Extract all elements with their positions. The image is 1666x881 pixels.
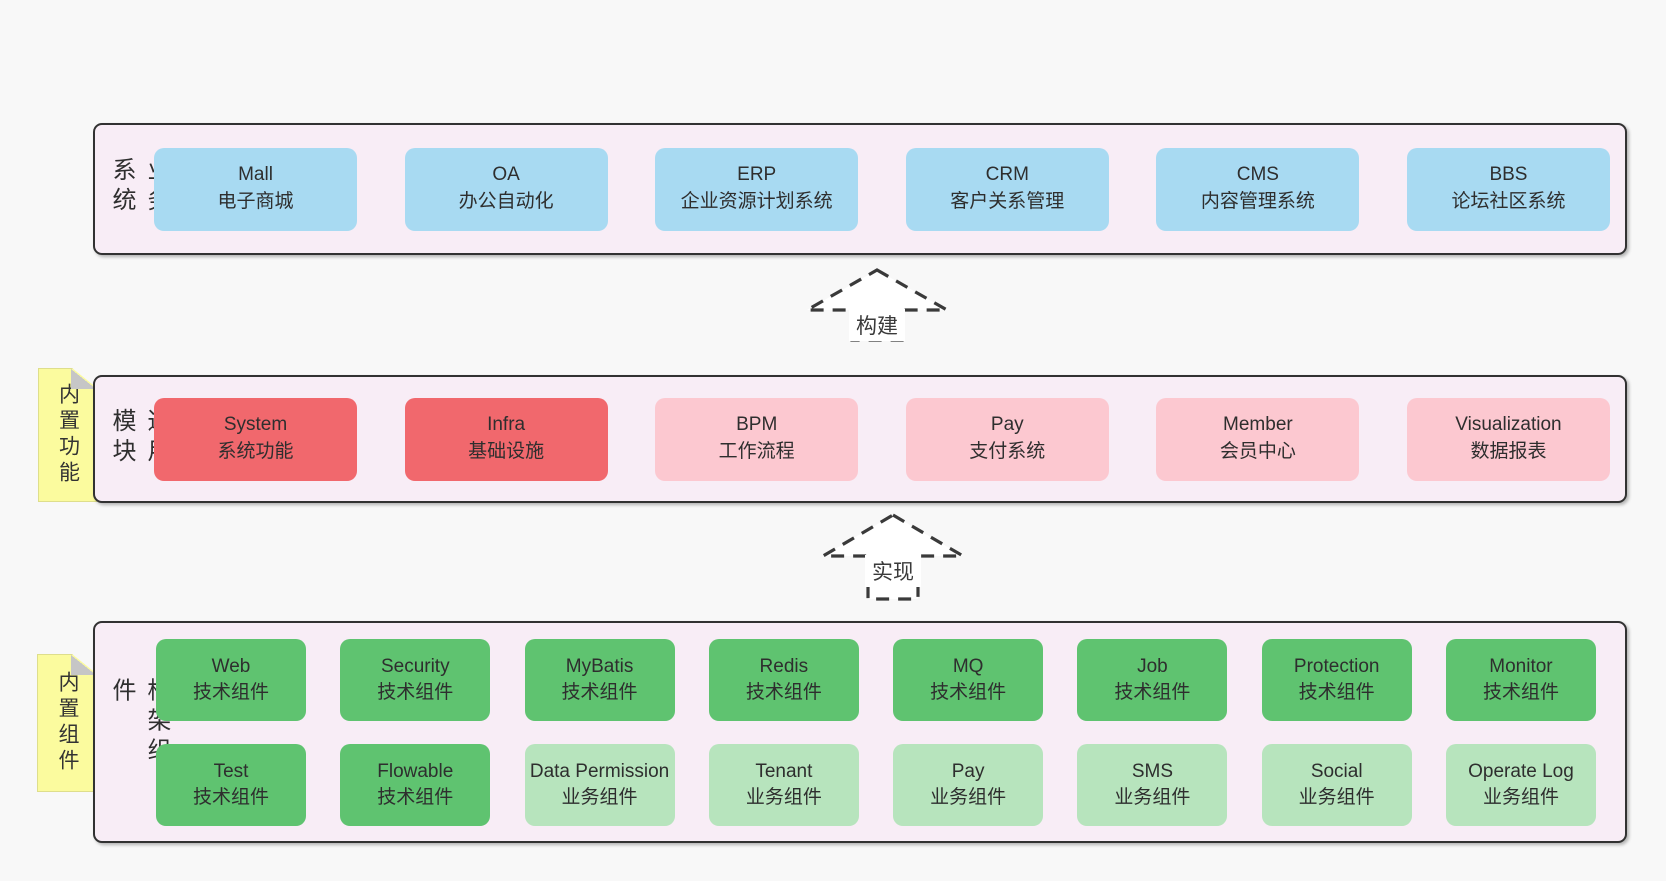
box-bbs: BBS 论坛社区系统 [1406, 147, 1610, 231]
box-test: Test 技术组件 [156, 743, 306, 826]
box-title: Security [380, 655, 450, 677]
box-crm: CRM 客户关系管理 [905, 147, 1109, 231]
common-modules-boxes: System 系统功能 Infra 基础设施 BPM 工作流程 Pay 支付系统… [154, 377, 1610, 501]
box-title: Member [1223, 414, 1293, 436]
business-systems-layer: 业务系统 Mall 电子商城 OA 办公自动化 ERP 企业资源计划系统 CRM… [93, 123, 1627, 255]
builtin-components-sticky-note: 内置组件 [37, 654, 97, 792]
common-modules-layer: 通用模块 System 系统功能 Infra 基础设施 BPM 工作流程 Pay… [93, 375, 1627, 503]
box-subtitle: 技术组件 [192, 786, 269, 808]
build-arrow-label: 构建 [849, 309, 905, 341]
framework-components-layer: 框架组件 Web 技术组件 Security 技术组件 MyBatis 技术组件… [93, 621, 1627, 843]
box-title: System [223, 414, 288, 436]
tech-components-row: Web 技术组件 Security 技术组件 MyBatis 技术组件 Redi… [156, 638, 1596, 721]
box-cms: CMS 内容管理系统 [1156, 147, 1360, 231]
box-subtitle: 支付系统 [969, 441, 1046, 462]
box-pay: Pay 支付系统 [905, 397, 1109, 481]
box-mq: MQ 技术组件 [893, 638, 1044, 721]
box-protection: Protection 技术组件 [1261, 638, 1412, 721]
box-subtitle: 论坛社区系统 [1451, 191, 1566, 212]
box-subtitle: 技术组件 [377, 786, 454, 808]
box-title: BPM [736, 414, 778, 436]
box-title: SMS [1131, 760, 1173, 782]
box-security: Security 技术组件 [340, 638, 491, 721]
business-systems-boxes: Mall 电子商城 OA 办公自动化 ERP 企业资源计划系统 CRM 客户关系… [154, 125, 1610, 253]
box-subtitle: 技术组件 [745, 681, 822, 703]
box-title: Protection [1293, 655, 1380, 677]
box-oa: OA 办公自动化 [404, 147, 608, 231]
box-redis: Redis 技术组件 [708, 638, 859, 721]
box-title: OA [492, 164, 520, 186]
box-subtitle: 客户关系管理 [950, 191, 1065, 212]
box-bpm: BPM 工作流程 [655, 397, 859, 481]
box-title: ERP [737, 164, 777, 186]
box-social: Social 业务组件 [1261, 743, 1412, 826]
box-title: CMS [1236, 164, 1279, 186]
box-flowable: Flowable 技术组件 [340, 743, 491, 826]
box-subtitle: 业务组件 [1114, 786, 1191, 808]
box-web: Web 技术组件 [156, 638, 306, 721]
box-system: System 系统功能 [154, 397, 357, 481]
box-operate-log: Operate Log 业务组件 [1445, 743, 1596, 826]
box-subtitle: 电子商城 [217, 191, 294, 212]
box-subtitle: 业务组件 [1298, 786, 1375, 808]
box-subtitle: 技术组件 [1114, 681, 1191, 703]
box-mybatis: MyBatis 技术组件 [524, 638, 675, 721]
biz-components-row: Test 技术组件 Flowable 技术组件 Data Permission … [156, 743, 1596, 826]
box-data-permission: Data Permission 业务组件 [524, 743, 675, 826]
box-subtitle: 技术组件 [377, 681, 454, 703]
box-pay-biz: Pay 业务组件 [893, 743, 1044, 826]
box-title: Operate Log [1468, 760, 1574, 782]
box-title: Pay [951, 760, 985, 782]
box-title: MyBatis [565, 655, 634, 677]
box-subtitle: 内容管理系统 [1200, 191, 1315, 212]
box-title: Mall [238, 164, 273, 186]
box-title: Infra [487, 414, 526, 436]
box-job: Job 技术组件 [1077, 638, 1228, 721]
box-subtitle: 工作流程 [718, 441, 795, 462]
box-subtitle: 技术组件 [561, 681, 638, 703]
builtin-features-sticky-note: 内置功能 [38, 368, 97, 502]
box-title: Job [1137, 655, 1168, 677]
box-subtitle: 办公自动化 [458, 191, 554, 212]
box-title: Data Permission [529, 760, 670, 782]
box-subtitle: 业务组件 [1482, 786, 1559, 808]
box-subtitle: 技术组件 [1298, 681, 1375, 703]
box-mall: Mall 电子商城 [154, 147, 357, 231]
builtin-components-label: 内置组件 [56, 671, 79, 775]
box-subtitle: 业务组件 [561, 786, 638, 808]
box-subtitle: 技术组件 [1482, 681, 1559, 703]
box-tenant: Tenant 业务组件 [708, 743, 859, 826]
box-title: Monitor [1489, 655, 1553, 677]
box-title: MQ [952, 655, 984, 677]
box-subtitle: 数据报表 [1470, 441, 1547, 462]
box-subtitle: 业务组件 [745, 786, 822, 808]
builtin-features-label: 内置功能 [56, 383, 80, 487]
box-monitor: Monitor 技术组件 [1445, 638, 1596, 721]
box-subtitle: 技术组件 [930, 681, 1007, 703]
box-title: Test [213, 760, 249, 782]
box-title: BBS [1489, 164, 1528, 186]
box-subtitle: 企业资源计划系统 [680, 191, 833, 212]
box-title: Visualization [1455, 414, 1562, 436]
framework-components-boxes: Web 技术组件 Security 技术组件 MyBatis 技术组件 Redi… [156, 623, 1596, 841]
box-subtitle: 技术组件 [192, 681, 269, 703]
box-sms: SMS 业务组件 [1077, 743, 1228, 826]
box-subtitle: 基础设施 [468, 441, 545, 462]
box-title: Pay [990, 414, 1024, 436]
box-title: Web [211, 655, 251, 677]
implement-arrow-label: 实现 [865, 555, 921, 587]
box-subtitle: 业务组件 [930, 786, 1007, 808]
box-title: Tenant [755, 760, 813, 782]
box-subtitle: 系统功能 [217, 441, 294, 462]
box-member: Member 会员中心 [1156, 397, 1360, 481]
box-title: Flowable [377, 760, 454, 782]
box-visualization: Visualization 数据报表 [1406, 397, 1610, 481]
box-title: CRM [985, 164, 1029, 186]
box-title: Social [1310, 760, 1363, 782]
box-title: Redis [759, 655, 809, 677]
box-erp: ERP 企业资源计划系统 [655, 147, 859, 231]
box-infra: Infra 基础设施 [404, 397, 608, 481]
box-subtitle: 会员中心 [1219, 441, 1296, 462]
